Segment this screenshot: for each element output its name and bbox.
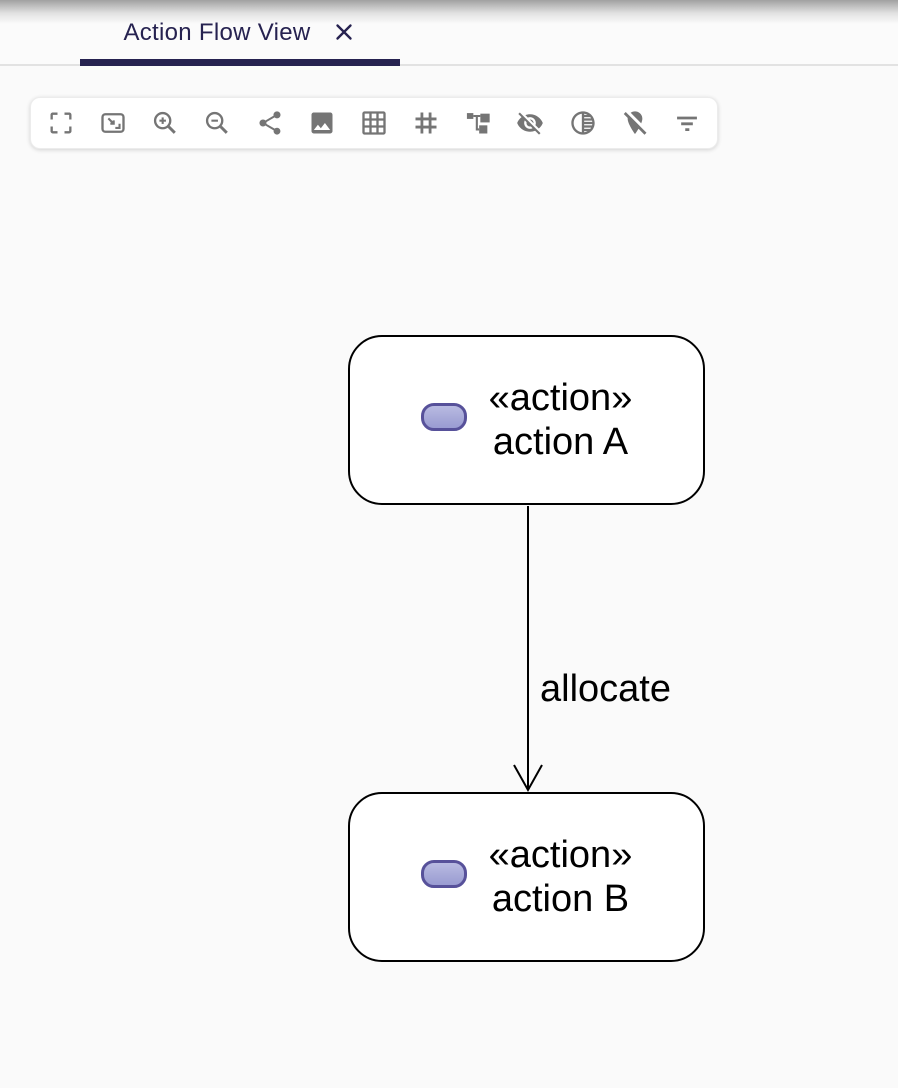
- hide-elements-icon: [517, 112, 544, 135]
- zoom-in-icon: [154, 111, 177, 134]
- node-stereotype: «action»: [488, 833, 633, 876]
- node-action-a-text: «action» action A: [489, 376, 633, 465]
- fullscreen-button[interactable]: [46, 108, 76, 138]
- active-tab-indicator: [80, 59, 400, 66]
- share-button[interactable]: [255, 108, 285, 138]
- diagram-toolbar: [30, 97, 718, 149]
- zoom-out-icon: [206, 111, 229, 134]
- helper-lines-icon: [415, 112, 437, 134]
- unpin-elements-icon: [623, 109, 649, 135]
- tab-action-flow-view[interactable]: Action Flow View: [80, 0, 400, 66]
- helper-lines-button[interactable]: [411, 108, 441, 138]
- grid-button[interactable]: [359, 108, 389, 138]
- action-pill-icon: [420, 403, 467, 431]
- zoom-out-button[interactable]: [202, 108, 232, 138]
- representation-tab-bar: Action Flow View: [0, 0, 898, 66]
- edge-label-allocate[interactable]: allocate: [540, 668, 671, 710]
- close-tab-icon[interactable]: [331, 19, 357, 45]
- node-action-b[interactable]: «action» action B: [348, 792, 705, 962]
- node-action-b-text: «action» action B: [489, 833, 633, 922]
- grid-icon: [362, 111, 386, 135]
- node-action-a[interactable]: «action» action A: [348, 335, 705, 505]
- filter-elements-icon: [676, 116, 697, 132]
- export-image-button[interactable]: [307, 108, 337, 138]
- export-image-icon: [311, 112, 333, 134]
- share-icon: [259, 111, 281, 135]
- action-pill-icon: [420, 860, 467, 888]
- zoom-in-button[interactable]: [150, 108, 180, 138]
- node-name: action B: [491, 878, 630, 920]
- unpin-elements-button[interactable]: [620, 108, 650, 138]
- arrange-all-button[interactable]: [463, 108, 493, 138]
- fit-to-screen-icon: [101, 113, 125, 133]
- hide-elements-button[interactable]: [515, 108, 545, 138]
- fade-elements-icon: [570, 111, 595, 135]
- fit-to-screen-button[interactable]: [98, 108, 128, 138]
- arrange-all-icon: [467, 113, 490, 134]
- node-stereotype: «action»: [488, 376, 633, 419]
- fade-elements-button[interactable]: [568, 108, 598, 138]
- tab-label: Action Flow View: [123, 19, 311, 46]
- filter-elements-button[interactable]: [672, 108, 702, 138]
- fullscreen-icon: [50, 112, 72, 134]
- node-name: action A: [492, 421, 629, 463]
